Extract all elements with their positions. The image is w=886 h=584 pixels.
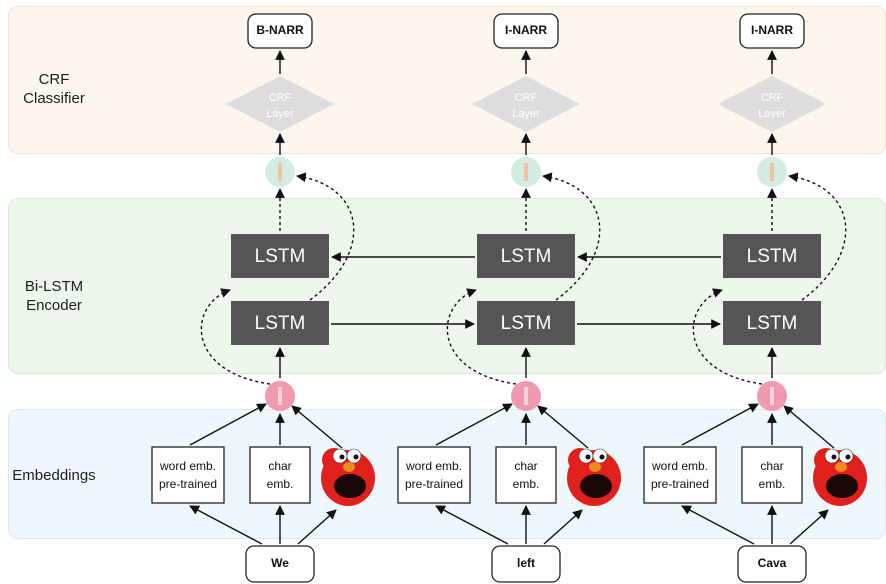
elmo-nose [835, 462, 847, 472]
char-embedding-box [741, 446, 803, 504]
input-to-word-emb-arrow [435, 505, 509, 545]
lstm-forward-box [231, 301, 329, 345]
lstm-forward-label: LSTM [501, 313, 552, 334]
word-emb-to-concat-arrow [681, 403, 759, 446]
crf-layer-label: Layer [512, 108, 540, 120]
lstm-forward-box [723, 301, 821, 345]
crf-layer-label: CRF [515, 92, 538, 104]
input-to-elmo-arrow [789, 509, 829, 545]
crf-layer-diamond [718, 76, 826, 132]
lstm-forward-label: LSTM [255, 313, 306, 334]
skip-to-output-curve [788, 172, 847, 301]
output-concat-bar [770, 163, 774, 181]
input-word-label: Cava [758, 556, 787, 570]
lstm-backward-box [477, 234, 575, 278]
embedding-concat-bar [278, 387, 282, 405]
elmo-to-concat-arrow [537, 405, 589, 449]
lstm-backward-label: LSTM [255, 246, 306, 267]
bilstm-encoder-label: Bi-LSTM Encoder [24, 278, 84, 314]
crf-layer-label: CRF [269, 92, 292, 104]
elmo-icon [567, 448, 621, 506]
output-concat-bar [524, 163, 528, 181]
elmo-pupil [599, 454, 605, 460]
output-tag-box [493, 13, 559, 49]
char-embedding-label: emb. [513, 477, 540, 491]
crf-layer-label: CRF [761, 92, 784, 104]
crf-layer-diamond [226, 76, 334, 132]
skip-to-output-curve [542, 172, 601, 301]
word-embedding-label: pre-trained [651, 477, 709, 491]
lstm-forward-box [477, 301, 575, 345]
char-embedding-box [249, 446, 311, 504]
lstm-backward-box [231, 234, 329, 278]
input-to-elmo-arrow [297, 509, 337, 545]
input-to-word-emb-arrow [681, 505, 755, 545]
word-embedding-label: word emb. [159, 459, 216, 473]
lstm-backward-label: LSTM [747, 246, 798, 267]
skip-to-output-curve [296, 172, 355, 301]
word-embedding-label: pre-trained [405, 477, 463, 491]
lstm-backward-box [723, 234, 821, 278]
elmo-pupil [845, 454, 851, 460]
char-embedding-label: emb. [759, 477, 786, 491]
word-embedding-box [643, 446, 717, 504]
crf-layer-diamond [472, 76, 580, 132]
elmo-pupil [339, 454, 345, 460]
elmo-to-concat-arrow [291, 405, 343, 449]
elmo-mouth [826, 474, 858, 498]
char-embedding-label: char [760, 459, 783, 473]
crf-layer-label: Layer [758, 108, 786, 120]
word-embedding-box [151, 446, 225, 504]
output-tag-label: B-NARR [256, 23, 304, 37]
output-concat-bar [278, 163, 282, 181]
word-embedding-box [397, 446, 471, 504]
char-embedding-box [495, 446, 557, 504]
input-to-word-emb-arrow [189, 505, 263, 545]
lstm-forward-label: LSTM [747, 313, 798, 334]
embeddings-label: Embeddings [12, 467, 96, 484]
word-emb-to-concat-arrow [435, 403, 513, 446]
skip-to-forward-lstm [200, 288, 271, 385]
elmo-icon [321, 448, 375, 506]
input-word-box [491, 545, 561, 583]
char-embedding-label: char [268, 459, 291, 473]
word-embedding-label: word emb. [405, 459, 462, 473]
input-word-box [245, 545, 315, 583]
elmo-pupil [585, 454, 591, 460]
embedding-concat-bar [524, 387, 528, 405]
embedding-concat-bar [770, 387, 774, 405]
input-word-label: left [517, 556, 535, 570]
word-embedding-label: pre-trained [159, 477, 217, 491]
word-emb-to-concat-arrow [189, 403, 267, 446]
elmo-pupil [353, 454, 359, 460]
elmo-pupil [831, 454, 837, 460]
elmo-nose [589, 462, 601, 472]
input-word-box [737, 545, 807, 583]
elmo-to-concat-arrow [783, 405, 835, 449]
elmo-icon [813, 448, 867, 506]
crf-classifier-label: CRF Classifier [23, 71, 85, 107]
skip-to-forward-lstm [692, 288, 763, 385]
output-tag-label: I-NARR [505, 23, 547, 37]
lstm-backward-label: LSTM [501, 246, 552, 267]
output-tag-label: I-NARR [751, 23, 793, 37]
input-to-elmo-arrow [543, 509, 583, 545]
crf-layer-label: Layer [266, 108, 294, 120]
skip-to-forward-lstm [446, 288, 517, 385]
char-embedding-label: emb. [267, 477, 294, 491]
elmo-nose [343, 462, 355, 472]
output-tag-box [247, 13, 313, 49]
word-embedding-label: word emb. [651, 459, 708, 473]
elmo-mouth [580, 474, 612, 498]
elmo-mouth [334, 474, 366, 498]
char-embedding-label: char [514, 459, 537, 473]
output-tag-box [739, 13, 805, 49]
input-word-label: We [271, 556, 289, 570]
